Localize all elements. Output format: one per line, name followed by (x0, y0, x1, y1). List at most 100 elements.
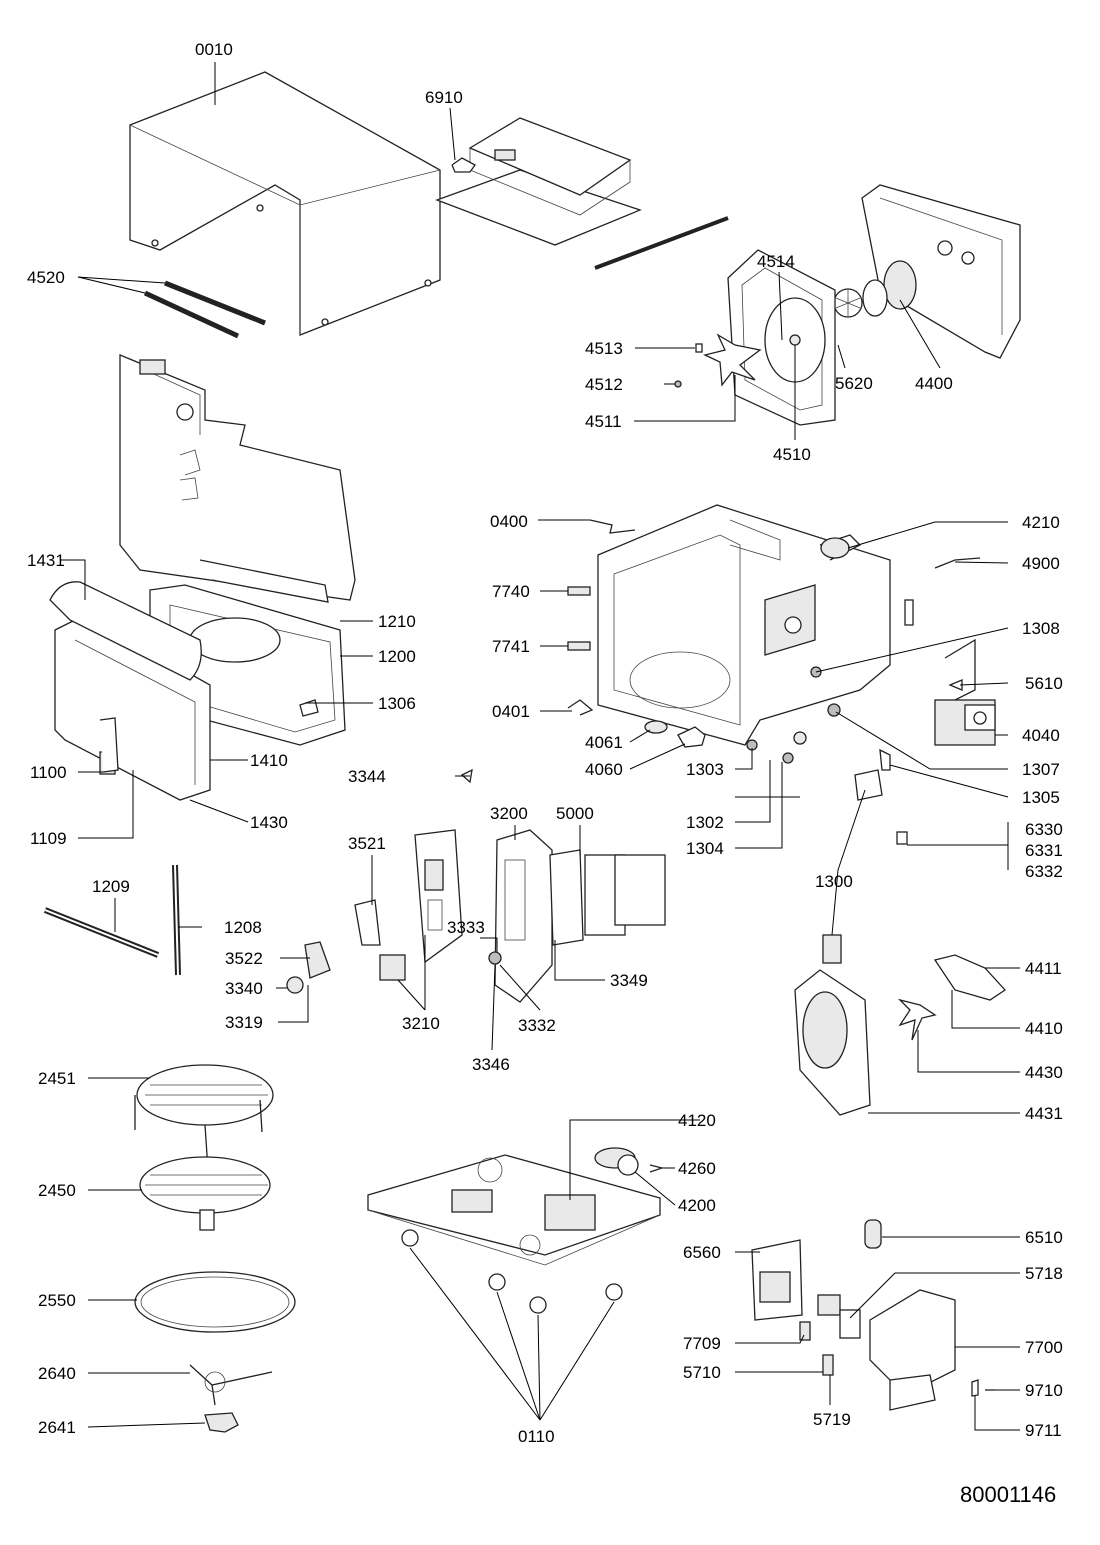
part-control-housing-3200 (488, 829, 666, 1003)
label-6330: 6330 (1025, 820, 1063, 839)
label-3521: 3521 (348, 834, 386, 853)
label-1200: 1200 (378, 647, 416, 666)
label-4513: 4513 (585, 339, 623, 358)
part-bracket-0400 (589, 519, 636, 534)
label-1305: 1305 (1022, 788, 1060, 807)
label-4514: 4514 (757, 252, 795, 271)
label-5719: 5719 (813, 1410, 851, 1429)
part-rack-2450 (139, 1156, 271, 1231)
label-3344: 3344 (348, 767, 386, 786)
label-6560: 6560 (683, 1243, 721, 1262)
label-9711: 9711 (1025, 1421, 1062, 1440)
part-transformer-4040 (934, 638, 996, 746)
label-1304: 1304 (686, 839, 724, 858)
part-7709 (799, 1321, 811, 1341)
part-7741 (567, 641, 591, 651)
label-4040: 4040 (1022, 726, 1060, 745)
document-number: 80001146 (960, 1482, 1056, 1507)
label-4060: 4060 (585, 760, 623, 779)
label-1410: 1410 (250, 751, 288, 770)
label-3333: 3333 (447, 918, 485, 937)
label-0401: 0401 (492, 702, 530, 721)
label-2450: 2450 (38, 1181, 76, 1200)
label-3522: 3522 (225, 949, 263, 968)
label-3346: 3346 (472, 1055, 510, 1074)
part-fan-4430 (897, 998, 937, 1041)
label-4510: 4510 (773, 445, 811, 464)
label-1430: 1430 (250, 813, 288, 832)
label-3332: 3332 (518, 1016, 556, 1035)
part-1302 (793, 731, 807, 745)
label-4512: 4512 (585, 375, 623, 394)
label-4900: 4900 (1022, 554, 1060, 573)
label-7741: 7741 (492, 637, 530, 656)
label-0400: 0400 (490, 512, 528, 531)
label-3340: 3340 (225, 979, 263, 998)
label-1302: 1302 (686, 813, 724, 832)
part-bracket-6560 (751, 1239, 803, 1321)
part-rods (143, 280, 266, 339)
label-4400: 4400 (915, 374, 953, 393)
label-3200: 3200 (490, 804, 528, 823)
label-0110: 0110 (518, 1427, 555, 1446)
label-5610: 5610 (1025, 674, 1063, 693)
label-4411: 4411 (1025, 959, 1062, 978)
label-9710: 9710 (1025, 1381, 1063, 1400)
part-door-handle-1431 (49, 581, 202, 681)
label-3319: 3319 (225, 1013, 263, 1032)
label-1306: 1306 (378, 694, 416, 713)
label-1303: 1303 (686, 760, 724, 779)
part-main-cavity (597, 504, 914, 746)
part-4061 (644, 720, 668, 734)
part-rack-2451 (134, 1064, 274, 1171)
label-4200: 4200 (678, 1196, 716, 1215)
label-5000: 5000 (556, 804, 594, 823)
label-2641: 2641 (38, 1418, 76, 1437)
label-6910: 6910 (425, 88, 463, 107)
label-4260: 4260 (678, 1159, 716, 1178)
part-4512 (674, 380, 682, 388)
label-0010: 0010 (195, 40, 233, 59)
label-3349: 3349 (610, 971, 648, 990)
part-choke-frame (119, 354, 356, 603)
label-4430: 4430 (1025, 1063, 1063, 1082)
label-2451: 2451 (38, 1069, 76, 1088)
label-6510: 6510 (1025, 1228, 1063, 1247)
part-roller-ring-2550 (134, 1271, 296, 1333)
part-6510 (864, 1219, 882, 1249)
label-5710: 5710 (683, 1363, 721, 1382)
label-2640: 2640 (38, 1364, 76, 1383)
part-fan-duct-4431 (794, 969, 871, 1116)
part-fan-plate (703, 249, 836, 426)
label-1209: 1209 (92, 877, 130, 896)
label-1210: 1210 (378, 612, 416, 631)
part-door-front (54, 614, 211, 801)
label-1307: 1307 (1022, 760, 1060, 779)
label-4431: 4431 (1025, 1104, 1063, 1123)
part-number-labels: 0010 6910 4520 4514 4513 4512 4511 4510 … (27, 40, 1063, 1446)
part-outer-cabinet (129, 71, 441, 336)
part-bracket-0401 (567, 699, 594, 716)
label-7709: 7709 (683, 1334, 721, 1353)
label-1431: 1431 (27, 551, 65, 570)
label-6332: 6332 (1025, 862, 1063, 881)
label-4120: 4120 (678, 1111, 716, 1130)
part-7740 (567, 586, 591, 596)
part-1304 (782, 752, 794, 764)
label-1308: 1308 (1022, 619, 1060, 638)
label-1208: 1208 (224, 918, 262, 937)
part-thermal-cutout-4210 (820, 537, 850, 559)
part-9711 (971, 1379, 979, 1397)
part-7700 (817, 1289, 956, 1411)
label-4511: 4511 (585, 412, 622, 431)
part-control-panel (286, 829, 463, 994)
label-1100: 1100 (30, 763, 67, 782)
part-rear-housing (833, 184, 1021, 359)
part-motor-4410 (933, 954, 1006, 1001)
part-4513 (695, 343, 703, 353)
leader-lines (60, 62, 1020, 1431)
part-top-cover (435, 117, 642, 246)
part-4900 (934, 557, 981, 569)
